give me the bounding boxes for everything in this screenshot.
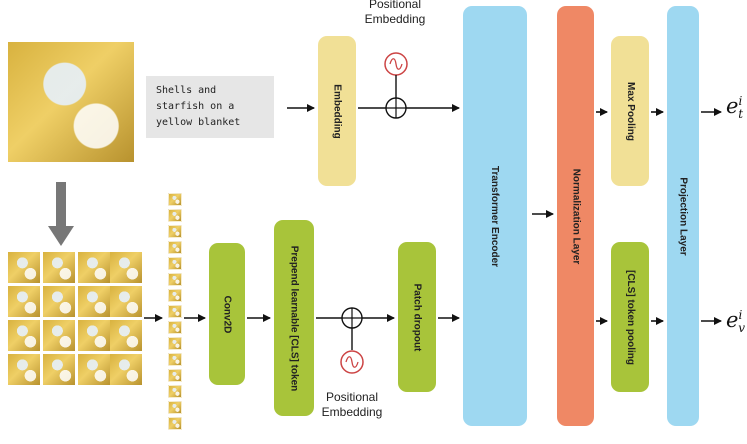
cls-token-pooling-block: [CLS] token pooling (611, 242, 649, 392)
image-patch (110, 286, 142, 317)
sequence-patch (168, 321, 182, 334)
image-patch (8, 286, 40, 317)
sequence-patch (168, 305, 182, 318)
image-patch (110, 252, 142, 283)
positional-embedding-top-icon (384, 52, 408, 76)
sequence-patch (168, 209, 182, 222)
positional-embedding-bottom-icon (340, 350, 364, 374)
image-patch (43, 320, 75, 351)
embedding-block: Embedding (318, 36, 356, 186)
image-patch (78, 252, 110, 283)
sequence-patch (168, 337, 182, 350)
image-patch (78, 320, 110, 351)
positional-embedding-bottom-label: Positional Embedding (321, 390, 383, 419)
vision-embedding-output: eiv (726, 308, 746, 336)
text-caption: Shells and starfish on a yellow blanket (146, 76, 274, 138)
image-patch (8, 252, 40, 283)
image-patch (78, 354, 110, 385)
text-embedding-output: eit (726, 94, 744, 122)
image-patch (43, 252, 75, 283)
conv2d-block: Conv2D (209, 243, 245, 385)
sequence-patch (168, 289, 182, 302)
add-node-bottom (341, 307, 363, 329)
input-image (8, 42, 134, 162)
image-patch (43, 354, 75, 385)
image-patch (43, 286, 75, 317)
positional-embedding-top-label: Positional Embedding (364, 0, 426, 26)
image-patch (8, 354, 40, 385)
sequence-patch (168, 353, 182, 366)
sequence-patch (168, 257, 182, 270)
sequence-patch (168, 225, 182, 238)
projection-layer-block: Projection Layer (667, 6, 699, 426)
prepend-cls-block: Prepend learnable [CLS] token (274, 220, 314, 416)
sequence-patch (168, 241, 182, 254)
add-node-top (385, 97, 407, 119)
sequence-patch (168, 193, 182, 206)
split-arrow (48, 182, 74, 246)
normalization-layer-block: Normalization Layer (557, 6, 594, 426)
sequence-patch (168, 401, 182, 414)
transformer-encoder-block: Transformer Encoder (463, 6, 527, 426)
sequence-patch (168, 417, 182, 430)
max-pooling-block: Max Pooling (611, 36, 649, 186)
sequence-patch (168, 369, 182, 382)
patch-dropout-block: Patch dropout (398, 242, 436, 392)
image-patch (110, 354, 142, 385)
sequence-patch (168, 273, 182, 286)
image-patch (78, 286, 110, 317)
sequence-patch (168, 385, 182, 398)
image-patch (110, 320, 142, 351)
image-patch (8, 320, 40, 351)
